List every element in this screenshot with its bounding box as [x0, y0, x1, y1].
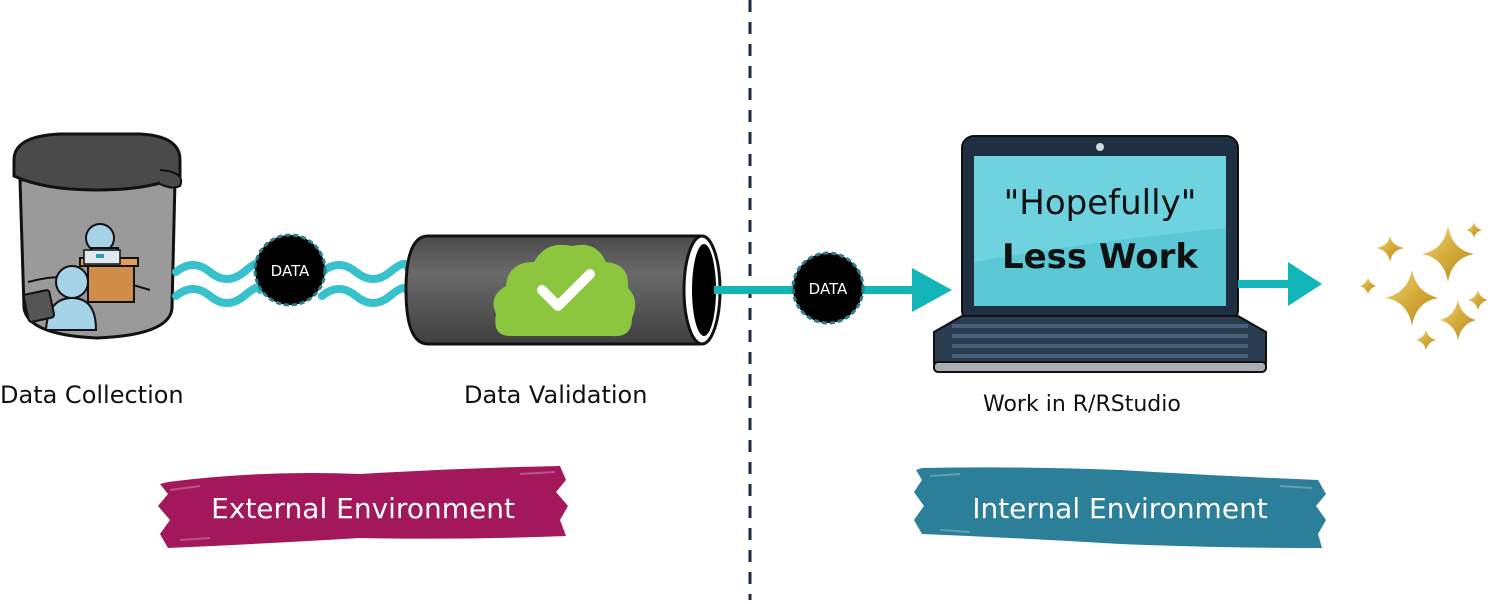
sparkles-icon: [1360, 222, 1488, 350]
check-cloud-icon: [493, 244, 636, 337]
data-packet-left: DATA: [253, 233, 327, 307]
laptop-screen-line2: Less Work: [1002, 237, 1199, 277]
data-packet-left-label: DATA: [271, 262, 310, 280]
trash-bin-icon: [12, 132, 182, 340]
laptop-screen-line1: "Hopefully": [1004, 183, 1197, 223]
flow-arrow-to-sparkles: [1238, 262, 1322, 306]
work-in-r-label: Work in R/RStudio: [983, 392, 1181, 417]
data-packet-right-label: DATA: [809, 280, 848, 298]
external-environment-label: External Environment: [211, 492, 515, 525]
laptop-icon: [933, 135, 1267, 373]
data-collection-label: Data Collection: [0, 381, 184, 409]
data-packet-right: DATA: [791, 251, 865, 325]
data-validation-label: Data Validation: [464, 381, 648, 409]
internal-environment-banner: [914, 467, 1326, 548]
external-environment-banner: [158, 466, 568, 548]
internal-environment-label: Internal Environment: [972, 492, 1268, 525]
